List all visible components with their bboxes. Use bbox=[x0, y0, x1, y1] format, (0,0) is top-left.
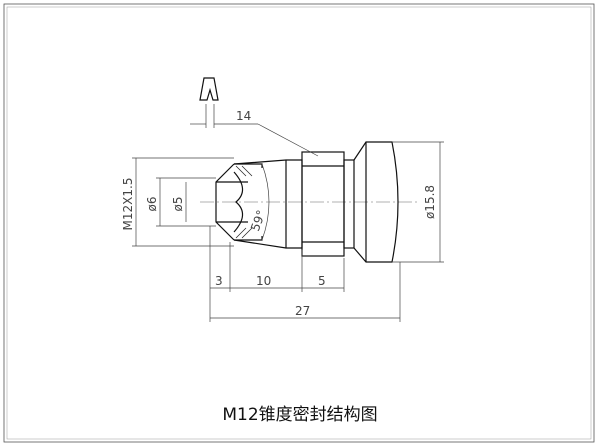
cone-top bbox=[234, 163, 263, 168]
dim-inner-bore: ø5 bbox=[171, 197, 185, 212]
frame-outer bbox=[3, 3, 595, 443]
dim-body-diameter: ø15.8 bbox=[423, 185, 437, 219]
dim-14: 14 bbox=[236, 109, 251, 123]
tip-chamfer bbox=[215, 163, 235, 241]
dim-3: 3 bbox=[215, 274, 223, 288]
dim-27: 27 bbox=[295, 304, 310, 318]
collar bbox=[343, 159, 355, 249]
dim-5: 5 bbox=[318, 274, 326, 288]
cone-curve bbox=[233, 171, 244, 233]
gasket-symbol bbox=[199, 77, 219, 101]
hex-nut bbox=[301, 151, 345, 257]
leader-lines bbox=[190, 104, 319, 157]
thread-body bbox=[233, 159, 303, 249]
dim-cone-angle: 59° bbox=[248, 208, 268, 233]
frame-inner bbox=[6, 6, 592, 440]
dim-10: 10 bbox=[256, 274, 271, 288]
hatching bbox=[235, 165, 253, 239]
dim-thread: M12X1.5 bbox=[121, 178, 135, 231]
dimension-lines bbox=[132, 141, 444, 322]
cone-bottom bbox=[234, 236, 263, 241]
drawing-caption: M12锥度密封结构图 bbox=[222, 405, 377, 425]
angle-arc bbox=[261, 163, 270, 241]
dim-outer-bore: ø6 bbox=[145, 197, 159, 212]
